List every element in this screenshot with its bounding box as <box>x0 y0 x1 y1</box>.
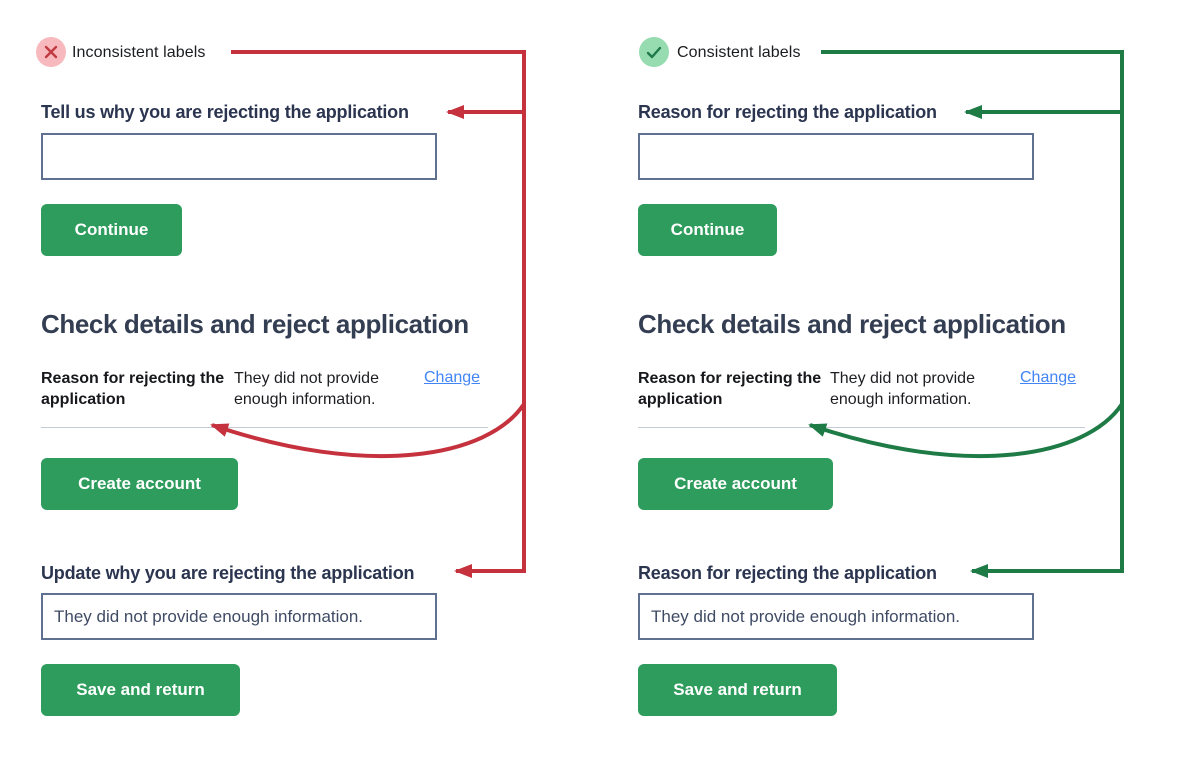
form2-heading-right: Reason for rejecting the application <box>638 563 937 583</box>
save-return-button-label: Save and return <box>76 680 205 699</box>
update-reason-input-left[interactable] <box>41 593 437 640</box>
continue-button-left[interactable]: Continue <box>41 204 182 256</box>
form1-heading-right: Reason for rejecting the application <box>638 102 937 122</box>
summary-key-left: Reason for rejecting the application <box>41 370 225 408</box>
create-account-button-right[interactable]: Create account <box>638 458 833 510</box>
create-account-button-label: Create account <box>674 474 797 493</box>
check-glyph <box>646 46 662 58</box>
reason-input-left[interactable] <box>41 133 437 180</box>
save-return-button-right[interactable]: Save and return <box>638 664 837 716</box>
red-arrow-curve <box>210 402 526 459</box>
save-return-button-label: Save and return <box>673 680 802 699</box>
continue-button-right[interactable]: Continue <box>638 204 777 256</box>
update-reason-input-right[interactable] <box>638 593 1034 640</box>
summary-value-right: They did not provide enough information. <box>830 370 975 408</box>
error-icon <box>36 37 66 67</box>
summary-divider-right <box>638 427 1085 428</box>
change-link-left[interactable]: Change <box>424 369 481 386</box>
form2-heading-left: Update why you are rejecting the applica… <box>41 563 415 583</box>
continue-button-label: Continue <box>670 220 745 239</box>
green-arrow-curve <box>808 402 1124 459</box>
check-heading-right: Check details and reject application <box>638 309 1066 339</box>
consistent-label: Consistent labels <box>677 44 801 61</box>
summary-divider-left <box>41 427 488 428</box>
check-heading-left: Check details and reject application <box>41 309 469 339</box>
summary-value-left: They did not provide enough information. <box>234 370 379 408</box>
save-return-button-left[interactable]: Save and return <box>41 664 240 716</box>
continue-button-label: Continue <box>74 220 149 239</box>
reason-input-right[interactable] <box>638 133 1034 180</box>
create-account-button-label: Create account <box>78 474 201 493</box>
create-account-button-left[interactable]: Create account <box>41 458 238 510</box>
cross-glyph <box>44 45 58 59</box>
change-link-right[interactable]: Change <box>1020 369 1077 386</box>
inconsistent-label: Inconsistent labels <box>72 44 206 61</box>
success-icon <box>639 37 669 67</box>
form1-heading-left: Tell us why you are rejecting the applic… <box>41 102 409 122</box>
summary-key-right: Reason for rejecting the application <box>638 370 822 408</box>
